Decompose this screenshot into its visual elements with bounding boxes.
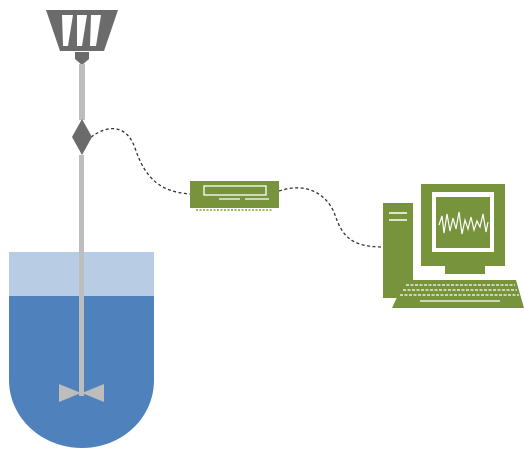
mixer-motor-icon [46,10,118,65]
computer-cable [278,187,384,248]
signal-amplifier-icon [190,181,279,211]
torque-sensor-icon [72,119,92,155]
computer-icon [383,184,524,308]
computer-keyboard [392,280,524,308]
sensor-cable [90,128,191,195]
impeller-icon [59,384,104,402]
computer-monitor [421,184,505,274]
stirrer-shaft-icon [79,64,85,390]
signal-waveform [438,211,489,235]
